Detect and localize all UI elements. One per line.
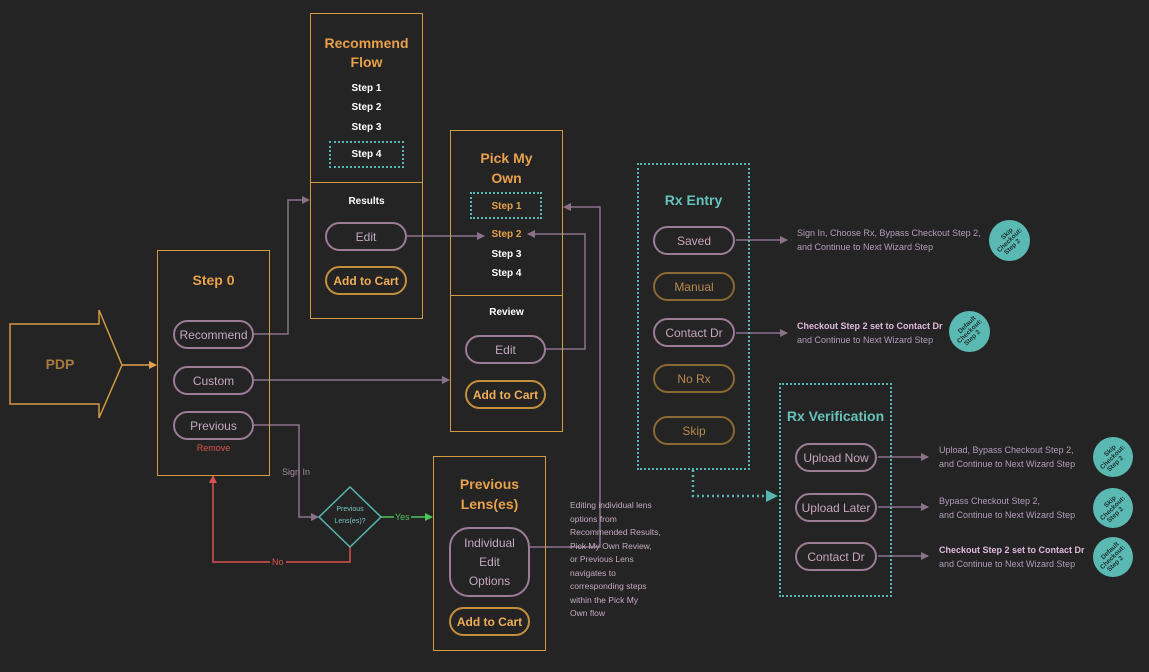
individual-options-loop-arrow <box>530 203 601 548</box>
rx-entry-card <box>637 163 750 470</box>
pick-step-2: Step 2 <box>491 229 522 240</box>
review-edit-button[interactable]: Edit <box>465 335 546 364</box>
remove-label[interactable]: Remove <box>196 443 231 453</box>
previous-lenses-title-line2: Lens(es) <box>460 496 519 512</box>
previous-lenses-card <box>433 456 546 651</box>
recommend-flow-title-line1: Recommend <box>324 35 409 51</box>
skip-checkout-badge: Skip Checkout: Step 2 <box>989 220 1030 261</box>
recommend-button[interactable]: Recommend <box>173 320 254 349</box>
no-label: No <box>270 557 286 567</box>
individual-line2: Edit <box>479 554 500 569</box>
recommend-flow-divider <box>310 182 423 183</box>
upload-later-skip-badge: Skip Checkout: Step 2 <box>1093 488 1133 528</box>
previous-to-decision-arrow <box>254 424 319 521</box>
review-label: Review <box>489 307 524 318</box>
contact-note-line-bold: Checkout Step 2 set to Contact Dr <box>797 321 943 331</box>
editing-note-line: navigates to <box>570 567 616 578</box>
previous-button[interactable]: Previous <box>173 411 254 440</box>
contact-dr-note: Checkout Step 2 set to Contact Dr and Co… <box>797 319 997 347</box>
no-rx-button[interactable]: No Rx <box>653 364 735 393</box>
pick-step-3: Step 3 <box>491 249 522 260</box>
upload-now-note-line: Upload, Bypass Checkout Step 2, <box>939 445 1074 455</box>
step0-card <box>157 250 270 476</box>
pick-step-1: Step 1 <box>491 201 522 212</box>
saved-note-line: Sign In, Choose Rx, Bypass Checkout Step… <box>797 228 981 238</box>
pick-my-own-title-line2: Own <box>491 170 522 186</box>
editing-note-line: corresponding steps <box>570 581 647 591</box>
editing-note-line: Editing individual lens <box>570 500 652 510</box>
upload-later-note-line: and Continue to Next Wizard Step <box>939 510 1076 520</box>
individual-line1: Individual <box>464 535 515 550</box>
editing-note-line: Own flow <box>570 608 605 618</box>
editing-note-line: Pick My Own Review, <box>570 540 652 551</box>
recommend-step-2: Step 2 <box>351 102 382 113</box>
upload-now-note-line: and Continue to Next Wizard Step <box>939 459 1076 469</box>
verify-contact-note: Checkout Step 2 set to Contact Dr and Co… <box>939 543 1099 571</box>
decision-diamond <box>317 485 383 549</box>
results-label: Results <box>348 196 385 207</box>
manual-button[interactable]: Manual <box>653 272 735 301</box>
individual-line3: Options <box>468 573 511 588</box>
pick-my-own-card <box>450 130 563 432</box>
editing-note-line: within the Pick My <box>570 594 639 605</box>
rx-verification-title: Rx Verification <box>786 408 885 424</box>
recommend-edit-button[interactable]: Edit <box>325 222 407 251</box>
upload-now-button[interactable]: Upload Now <box>795 443 877 472</box>
editing-note-line: options from <box>570 513 617 524</box>
upload-later-button[interactable]: Upload Later <box>795 493 877 522</box>
review-edit-loop-arrow <box>527 230 586 350</box>
decision-label-line1: Previous <box>336 506 364 513</box>
contact-note-line: and Continue to Next Wizard Step <box>797 335 934 345</box>
previous-lenses-title-line1: Previous <box>459 476 520 492</box>
verify-contact-dr-button[interactable]: Contact Dr <box>795 542 877 571</box>
previous-add-to-cart-button[interactable]: Add to Cart <box>449 607 530 636</box>
rx-verification-card <box>779 383 892 597</box>
individual-edit-options-button[interactable]: Individual Edit Options <box>449 527 530 597</box>
custom-button[interactable]: Custom <box>173 366 254 395</box>
recommend-step-4: Step 4 <box>351 149 382 160</box>
skip-button[interactable]: Skip <box>653 416 735 445</box>
rx-entry-title: Rx Entry <box>664 192 723 208</box>
upload-later-note: Bypass Checkout Step 2, and Continue to … <box>939 494 1099 522</box>
upload-now-note: Upload, Bypass Checkout Step 2, and Cont… <box>939 443 1099 471</box>
editing-note: Editing individual lens options from Rec… <box>570 499 680 621</box>
verify-contact-note-line: and Continue to Next Wizard Step <box>939 559 1076 569</box>
editing-note-line: Recommended Results, <box>570 527 661 537</box>
recommend-flow-card <box>310 13 423 319</box>
saved-note: Sign In, Choose Rx, Bypass Checkout Step… <box>797 226 997 254</box>
rx-entry-to-verification-arrow <box>691 470 778 502</box>
recommend-step-4-highlight <box>329 141 404 168</box>
pick-add-to-cart-button[interactable]: Add to Cart <box>465 380 546 409</box>
editing-note-line: or Previous Lens <box>570 554 634 564</box>
saved-note-line: and Continue to Next Wizard Step <box>797 242 934 252</box>
pick-step-1-highlight <box>470 192 542 219</box>
recommend-step-3: Step 3 <box>351 122 382 133</box>
pick-step-4: Step 4 <box>491 268 522 279</box>
recommend-to-flow-arrow <box>254 196 310 335</box>
decision-label-line2: Lens(es)? <box>334 518 366 525</box>
pdp-label: PDP <box>45 356 75 372</box>
upload-later-note-line: Bypass Checkout Step 2, <box>939 496 1041 506</box>
recommend-step-1: Step 1 <box>351 83 382 94</box>
step0-title: Step 0 <box>192 272 235 288</box>
recommend-flow-title-line2: Flow <box>350 54 383 70</box>
pick-my-own-title-line1: Pick My <box>480 150 533 166</box>
sign-in-label: Sign In <box>282 467 311 477</box>
rx-contact-dr-button[interactable]: Contact Dr <box>653 318 735 347</box>
yes-label: Yes <box>394 512 411 522</box>
default-checkout-badge: Default Checkout: Step 2 <box>949 311 990 352</box>
pick-my-own-divider <box>450 295 563 296</box>
upload-now-skip-badge: Skip Checkout: Step 2 <box>1093 437 1133 477</box>
verify-default-badge: Default Checkout: Step 2 <box>1093 537 1133 577</box>
saved-button[interactable]: Saved <box>653 226 735 255</box>
pdp-shape <box>9 309 123 419</box>
verify-contact-note-line-bold: Checkout Step 2 set to Contact Dr <box>939 545 1085 555</box>
recommend-add-to-cart-button[interactable]: Add to Cart <box>325 266 407 295</box>
